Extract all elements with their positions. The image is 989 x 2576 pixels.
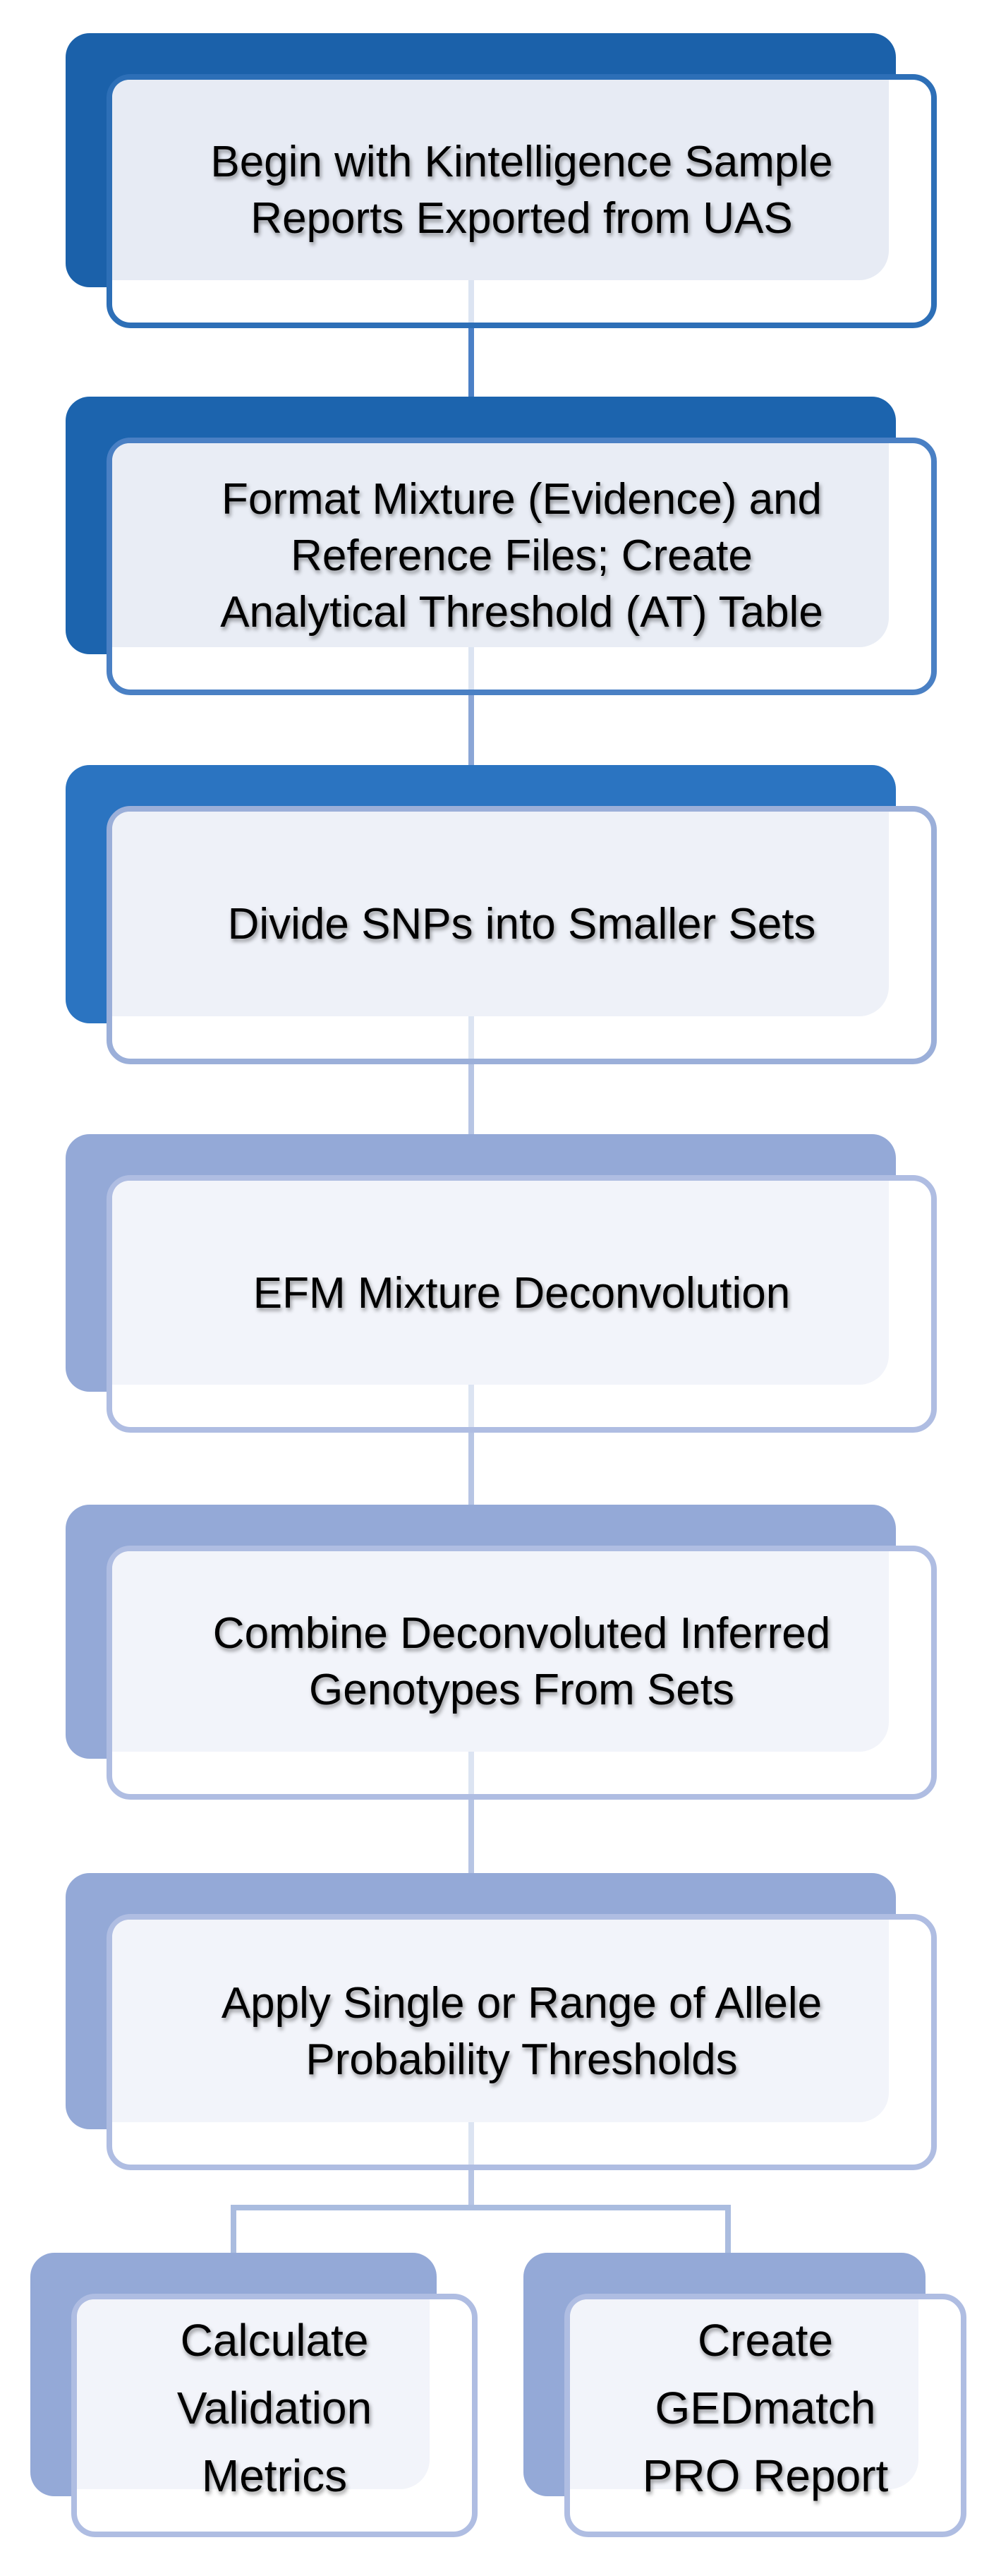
flow-step-calculate-validation-metrics: Calculate Validation Metrics xyxy=(30,2253,478,2537)
step-fill-overlay xyxy=(112,443,889,647)
step-fill-overlay xyxy=(112,812,889,1016)
flow-step-label: Format Mixture (Evidence) and Reference … xyxy=(220,474,823,637)
connector-step4-step5 xyxy=(468,1431,474,1510)
step-inner-connector-stub xyxy=(468,280,474,323)
step-card: Format Mixture (Evidence) and Reference … xyxy=(107,438,937,695)
step-inner-connector-stub xyxy=(468,647,474,690)
branch-drop-right xyxy=(725,2205,731,2254)
step-card: Apply Single or Range of Allele Probabil… xyxy=(107,1914,937,2170)
step-card: Combine Deconvoluted Inferred Genotypes … xyxy=(107,1546,937,1800)
flow-step-label: Calculate Validation Metrics xyxy=(176,2314,372,2501)
flow-step-create-gedmatch-pro-report: Create GEDmatch PRO Report xyxy=(523,2253,966,2537)
flow-step-label: Begin with Kintelligence Sample Reports … xyxy=(210,138,833,243)
flow-step-format-files-at-table: Format Mixture (Evidence) and Reference … xyxy=(66,397,937,695)
step-fill-overlay xyxy=(112,1551,889,1752)
step-fill-overlay xyxy=(112,1181,889,1385)
step-card: Begin with Kintelligence Sample Reports … xyxy=(107,74,937,328)
step-inner-connector-stub xyxy=(468,1752,474,1794)
flow-step-label: Apply Single or Range of Allele Probabil… xyxy=(221,1978,823,2084)
step-inner-connector-stub xyxy=(468,1016,474,1059)
flow-step-begin-uas-export: Begin with Kintelligence Sample Reports … xyxy=(66,33,937,328)
flow-step-efm-deconvolution: EFM Mixture Deconvolution xyxy=(66,1134,937,1433)
step-fill-overlay xyxy=(112,80,889,280)
flow-step-apply-thresholds: Apply Single or Range of Allele Probabil… xyxy=(66,1873,937,2170)
flow-step-label: Combine Deconvoluted Inferred Genotypes … xyxy=(212,1609,831,1714)
step-fill-overlay xyxy=(570,2299,918,2489)
step-fill-overlay xyxy=(77,2299,430,2489)
branch-drop-left xyxy=(231,2205,236,2254)
flow-step-label: Divide SNPs into Smaller Sets xyxy=(227,900,816,949)
step-card: EFM Mixture Deconvolution xyxy=(107,1175,937,1433)
step-card: Calculate Validation Metrics xyxy=(71,2294,478,2537)
connector-step1-step2 xyxy=(468,327,474,404)
step-fill-overlay xyxy=(112,1920,889,2122)
step-inner-connector-stub xyxy=(468,1385,474,1427)
step-card: Create GEDmatch PRO Report xyxy=(564,2294,966,2537)
flow-step-label: Create GEDmatch PRO Report xyxy=(642,2314,889,2501)
connector-step2-step3 xyxy=(468,694,474,773)
connector-step5-step6 xyxy=(468,1798,474,1882)
flow-step-divide-snps: Divide SNPs into Smaller Sets xyxy=(66,765,937,1064)
flow-step-combine-genotypes: Combine Deconvoluted Inferred Genotypes … xyxy=(66,1505,937,1800)
connector-step6-branch xyxy=(468,2169,474,2210)
step-card: Divide SNPs into Smaller Sets xyxy=(107,806,937,1064)
branch-horizontal-bar xyxy=(231,2205,731,2210)
flow-step-label: EFM Mixture Deconvolution xyxy=(253,1268,791,1318)
step-inner-connector-stub xyxy=(468,2122,474,2165)
connector-step3-step4 xyxy=(468,1063,474,1140)
